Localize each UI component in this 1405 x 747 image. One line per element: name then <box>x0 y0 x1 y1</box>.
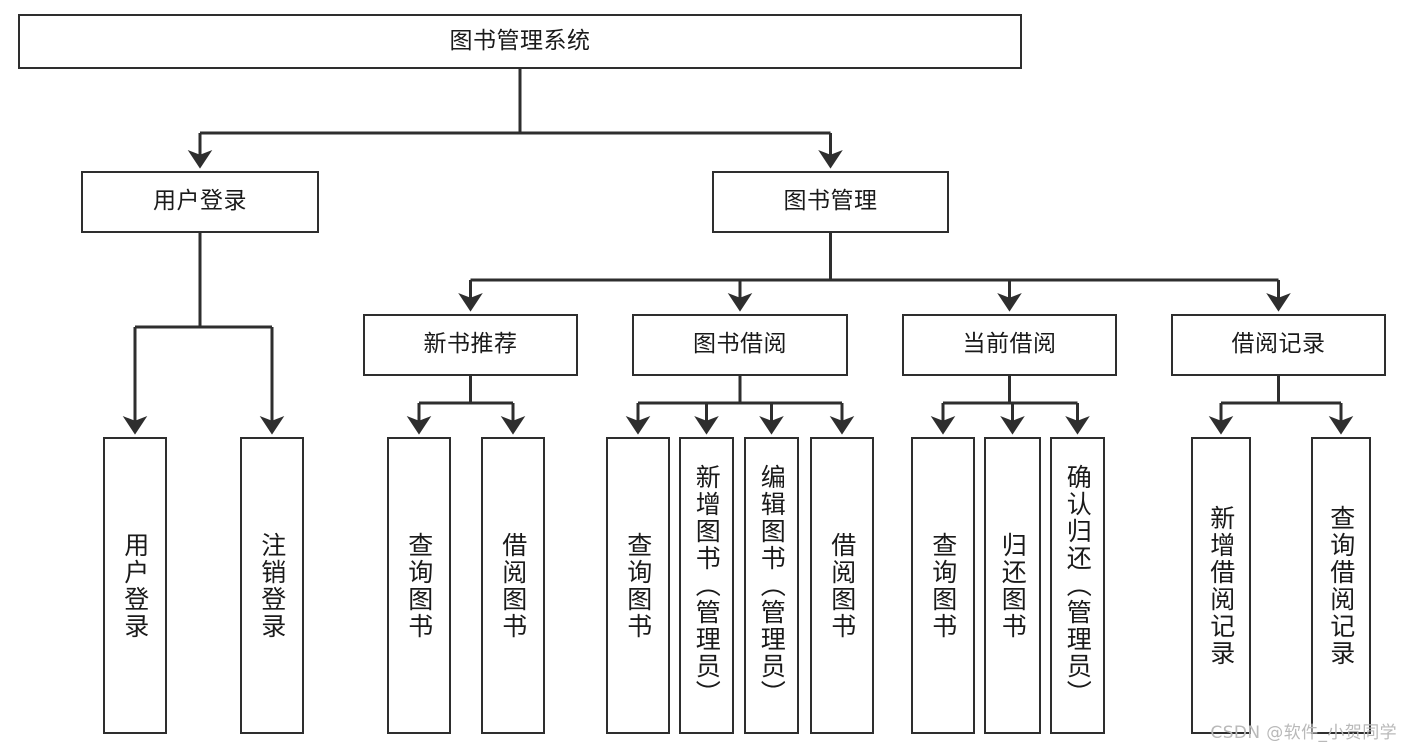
node-label-leaf-query-borrow-record: 查询借阅记录 <box>1326 504 1356 667</box>
node-label-leaf-query-book-current: 查询图书 <box>928 531 958 640</box>
node-label-borrow-record: 借阅记录 <box>1231 331 1326 358</box>
node-label-leaf-borrow-book: 借阅图书 <box>827 531 857 640</box>
node-label-leaf-borrow-book-rec: 借阅图书 <box>498 531 528 640</box>
node-label-leaf-add-book-admin: 新增图书（管理员） <box>692 464 722 707</box>
node-leaf-borrow-book-rec[interactable]: 借阅图书 <box>481 437 545 734</box>
node-label-leaf-edit-book-admin: 编辑图书（管理员） <box>757 464 787 707</box>
node-label-leaf-user-logout: 注销登录 <box>257 531 287 640</box>
node-book-manage[interactable]: 图书管理 <box>712 171 949 233</box>
node-label-book-manage: 图书管理 <box>783 188 878 215</box>
node-leaf-edit-book-admin[interactable]: 编辑图书（管理员） <box>744 437 799 734</box>
node-leaf-user-logout[interactable]: 注销登录 <box>240 437 304 734</box>
node-label-leaf-confirm-return-admin: 确认归还（管理员） <box>1063 464 1093 707</box>
node-user-login[interactable]: 用户登录 <box>81 171 319 233</box>
node-borrow-record[interactable]: 借阅记录 <box>1171 314 1386 376</box>
node-book-borrow[interactable]: 图书借阅 <box>632 314 848 376</box>
node-leaf-user-login[interactable]: 用户登录 <box>103 437 167 734</box>
node-leaf-query-book-rec[interactable]: 查询图书 <box>387 437 451 734</box>
node-label-user-login: 用户登录 <box>153 188 247 215</box>
node-label-book-borrow: 图书借阅 <box>693 331 787 358</box>
node-label-current-borrow: 当前借阅 <box>962 331 1057 358</box>
watermark-text: CSDN @软件_小贺同学 <box>1210 723 1397 743</box>
node-leaf-borrow-book[interactable]: 借阅图书 <box>810 437 874 734</box>
node-label-new-book-rec: 新书推荐 <box>423 331 518 358</box>
node-leaf-return-book[interactable]: 归还图书 <box>984 437 1041 734</box>
node-label-root: 图书管理系统 <box>449 27 591 54</box>
node-label-leaf-add-borrow-record: 新增借阅记录 <box>1206 504 1236 667</box>
node-leaf-query-book-borrow[interactable]: 查询图书 <box>606 437 670 734</box>
node-label-leaf-query-book-rec: 查询图书 <box>404 531 434 640</box>
node-label-leaf-return-book: 归还图书 <box>998 531 1028 640</box>
node-label-leaf-query-book-borrow: 查询图书 <box>623 531 653 640</box>
node-root[interactable]: 图书管理系统 <box>18 14 1022 69</box>
node-leaf-confirm-return-admin[interactable]: 确认归还（管理员） <box>1050 437 1105 734</box>
node-leaf-add-book-admin[interactable]: 新增图书（管理员） <box>679 437 734 734</box>
node-new-book-rec[interactable]: 新书推荐 <box>363 314 578 376</box>
node-leaf-query-book-current[interactable]: 查询图书 <box>911 437 975 734</box>
node-leaf-query-borrow-record[interactable]: 查询借阅记录 <box>1311 437 1371 734</box>
node-leaf-add-borrow-record[interactable]: 新增借阅记录 <box>1191 437 1251 734</box>
node-current-borrow[interactable]: 当前借阅 <box>902 314 1117 376</box>
node-label-leaf-user-login: 用户登录 <box>120 531 150 640</box>
